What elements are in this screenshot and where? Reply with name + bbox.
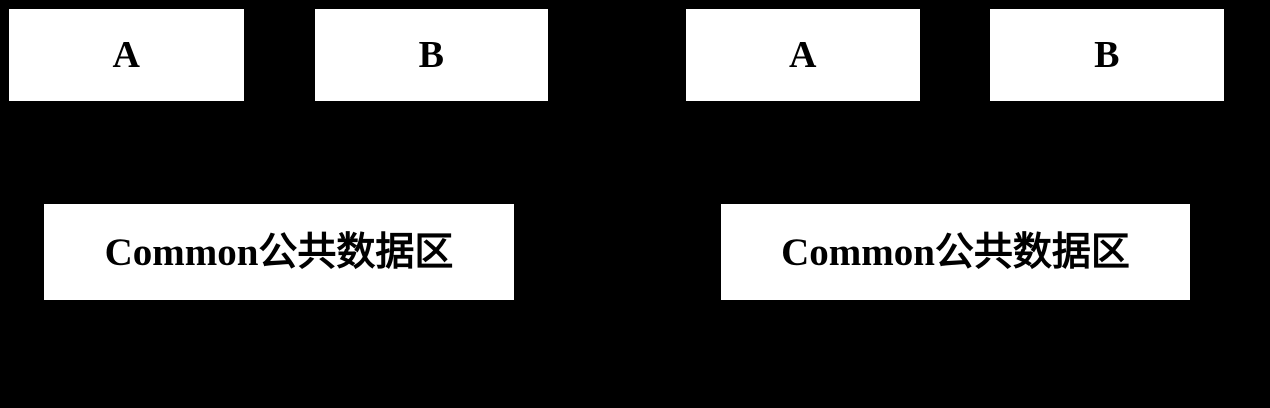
node-right-common-data-area[interactable]: Common公共数据区 (721, 204, 1190, 300)
node-right-module-b[interactable]: B (990, 9, 1224, 101)
node-right-module-b-label: B (1094, 34, 1120, 76)
diagram-group-right: A B Common公共数据区 (635, 0, 1270, 408)
diagram-group-left: A B Common公共数据区 (9, 9, 548, 300)
node-left-module-b[interactable]: B (315, 9, 548, 101)
node-right-common-data-area-label: Common公共数据区 (781, 230, 1130, 274)
node-right-module-a-label: A (789, 34, 817, 76)
node-left-module-a-label: A (112, 34, 141, 76)
node-left-module-a[interactable]: A (9, 9, 244, 101)
node-right-module-a[interactable]: A (686, 9, 920, 101)
node-left-module-b-label: B (418, 34, 445, 76)
node-left-common-data-area[interactable]: Common公共数据区 (44, 204, 514, 300)
node-left-common-data-area-label: Common公共数据区 (104, 230, 454, 274)
